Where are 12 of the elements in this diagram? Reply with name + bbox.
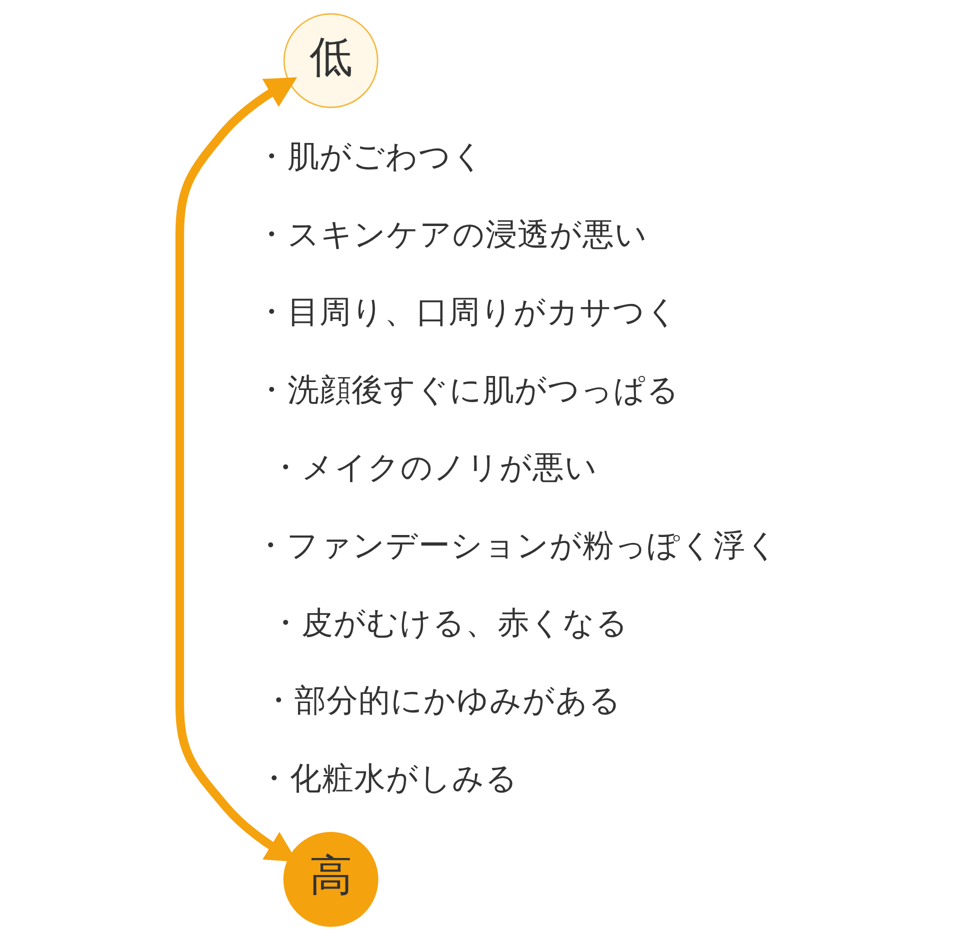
label: ・皮がむける、赤くなる xyxy=(269,605,628,642)
node-circle: 高 xyxy=(282,832,378,927)
label: ・化粧水がしみる xyxy=(258,760,518,797)
label: ・洗顔後すぐに肌がつっぱる xyxy=(254,372,679,408)
label: ・ファンデーションが粉っぽく浮く xyxy=(254,528,778,564)
label: ・メイクのノリが悪い xyxy=(269,450,598,486)
label: ・肌がごわつく xyxy=(254,139,484,176)
label: ・目周り、口周りがカサつく xyxy=(254,294,678,331)
label: ・部分的にかゆみがある xyxy=(262,683,621,720)
label: ・スキンケアの浸透が悪い xyxy=(254,216,647,253)
node-circle: 低 xyxy=(282,13,378,108)
arrow xyxy=(174,77,297,862)
